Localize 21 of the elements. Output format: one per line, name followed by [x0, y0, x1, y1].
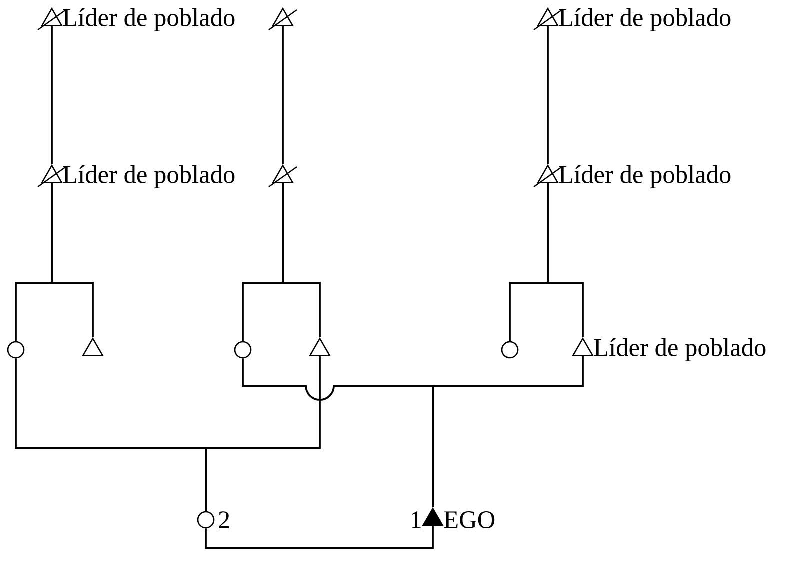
- person-label: Líder de poblado: [63, 8, 235, 32]
- kinship-line: [547, 26, 549, 164]
- person-label: Líder de poblado: [594, 338, 766, 362]
- kinship-line: [432, 356, 584, 508]
- person-label: 2: [219, 512, 230, 528]
- circle-symbol: [234, 341, 252, 359]
- kinship-line: [547, 183, 584, 338]
- person-label: Líder de poblado: [559, 166, 731, 189]
- kinship-line: [205, 526, 434, 549]
- kinship-line: [205, 356, 321, 512]
- person-label: EGO: [444, 512, 495, 529]
- circle-symbol: [501, 341, 519, 359]
- circle-symbol: [197, 511, 215, 529]
- kinship-line: [51, 26, 53, 164]
- kinship-line: [282, 183, 321, 338]
- person-label: Líder de poblado: [63, 166, 235, 189]
- kinship-line: [51, 183, 94, 338]
- kinship-line: [282, 26, 284, 164]
- person-label: 1: [412, 512, 421, 528]
- person-label: Líder de poblado: [559, 8, 731, 32]
- circle-symbol: [7, 341, 25, 359]
